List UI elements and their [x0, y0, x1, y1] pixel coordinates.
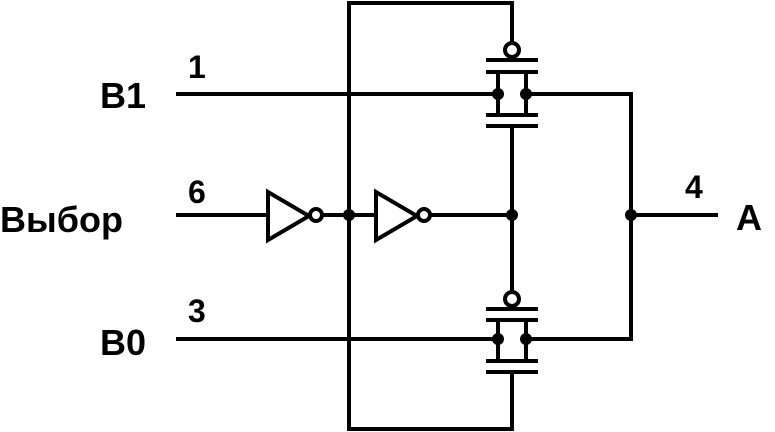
inverter-1-triangle: [266, 188, 313, 244]
tg0-pmos-gate-bubble: [503, 290, 521, 308]
junction-output: [625, 209, 637, 221]
pin-number-b0: 3: [188, 293, 206, 329]
transmission-gate-0: [486, 290, 538, 374]
transmission-gate-1: [486, 41, 538, 128]
input-label-b0: B0: [100, 322, 146, 363]
pin-number-b1: 1: [188, 49, 206, 85]
wire-inverted-select-loop-bottom: [347, 213, 514, 431]
input-label-b1: B1: [100, 75, 146, 116]
tg1-left-node: [492, 88, 504, 100]
junction-select-trunk: [506, 209, 518, 221]
pin-number-a: 4: [685, 169, 703, 205]
tg0-left-node: [492, 333, 504, 345]
wire-inverted-select-loop: [347, 1, 514, 217]
inverter-2-triangle: [374, 188, 421, 244]
tg1-pmos-gate-bubble: [503, 41, 521, 59]
input-label-select: Выбор: [0, 199, 123, 240]
inverter-2: [374, 188, 432, 244]
wire-tg1-output: [524, 92, 633, 217]
junction-inv1-output: [343, 209, 355, 221]
wire-tg0-output: [524, 213, 633, 341]
inverter-1: [266, 188, 324, 244]
output-label-a: A: [736, 197, 762, 238]
pin-number-select: 6: [188, 174, 206, 210]
